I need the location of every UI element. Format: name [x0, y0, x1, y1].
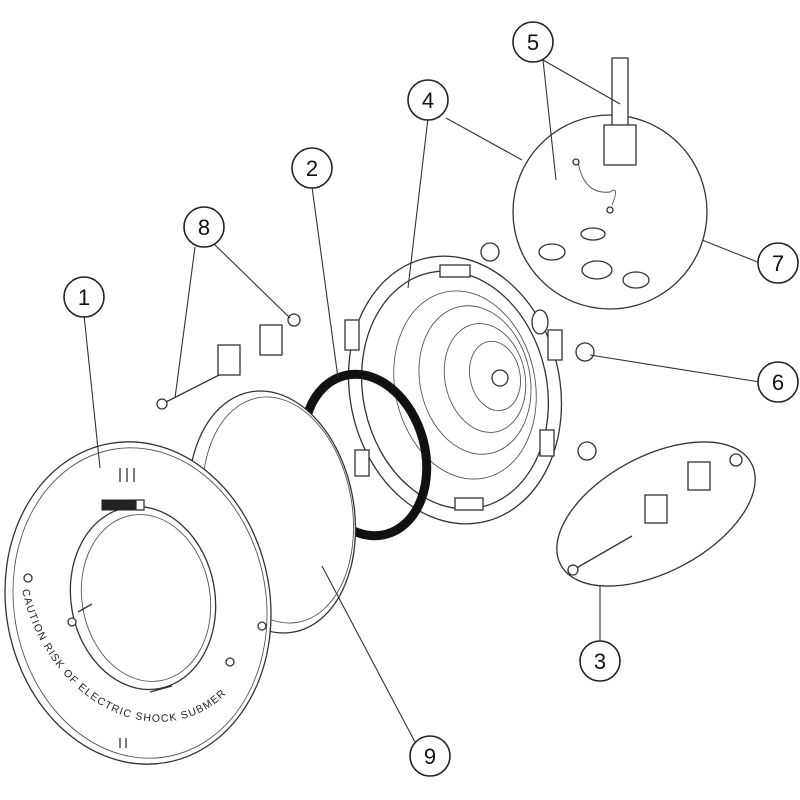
- callout-8-label: 8: [198, 215, 210, 240]
- leader-lines: [83, 59, 761, 743]
- callout-6-label: 6: [772, 370, 784, 395]
- callout-9-label: 9: [424, 744, 436, 769]
- callout-1: 1: [63, 276, 105, 318]
- callout-3: 3: [579, 640, 621, 682]
- callout-2-label: 2: [306, 156, 318, 181]
- callout-9: 9: [409, 735, 451, 777]
- callout-3-label: 3: [594, 649, 606, 674]
- callout-6: 6: [757, 361, 799, 403]
- callout-5: 5: [512, 21, 554, 63]
- brand-badge: [101, 499, 137, 511]
- callout-4-label: 4: [422, 88, 434, 113]
- callout-4: 4: [407, 79, 449, 121]
- callout-7-label: 7: [772, 251, 784, 276]
- hex-nuts: [480, 242, 597, 461]
- cable-gland-detail: [512, 57, 708, 310]
- callout-7: 7: [757, 242, 799, 284]
- clip-kit-detail: [556, 441, 756, 587]
- callout-8: 8: [183, 206, 225, 248]
- clip-and-screw-set: [156, 313, 301, 410]
- housing-niche: [344, 255, 563, 525]
- callout-1-label: 1: [78, 285, 90, 310]
- callout-5-label: 5: [527, 30, 539, 55]
- callout-2: 2: [291, 147, 333, 189]
